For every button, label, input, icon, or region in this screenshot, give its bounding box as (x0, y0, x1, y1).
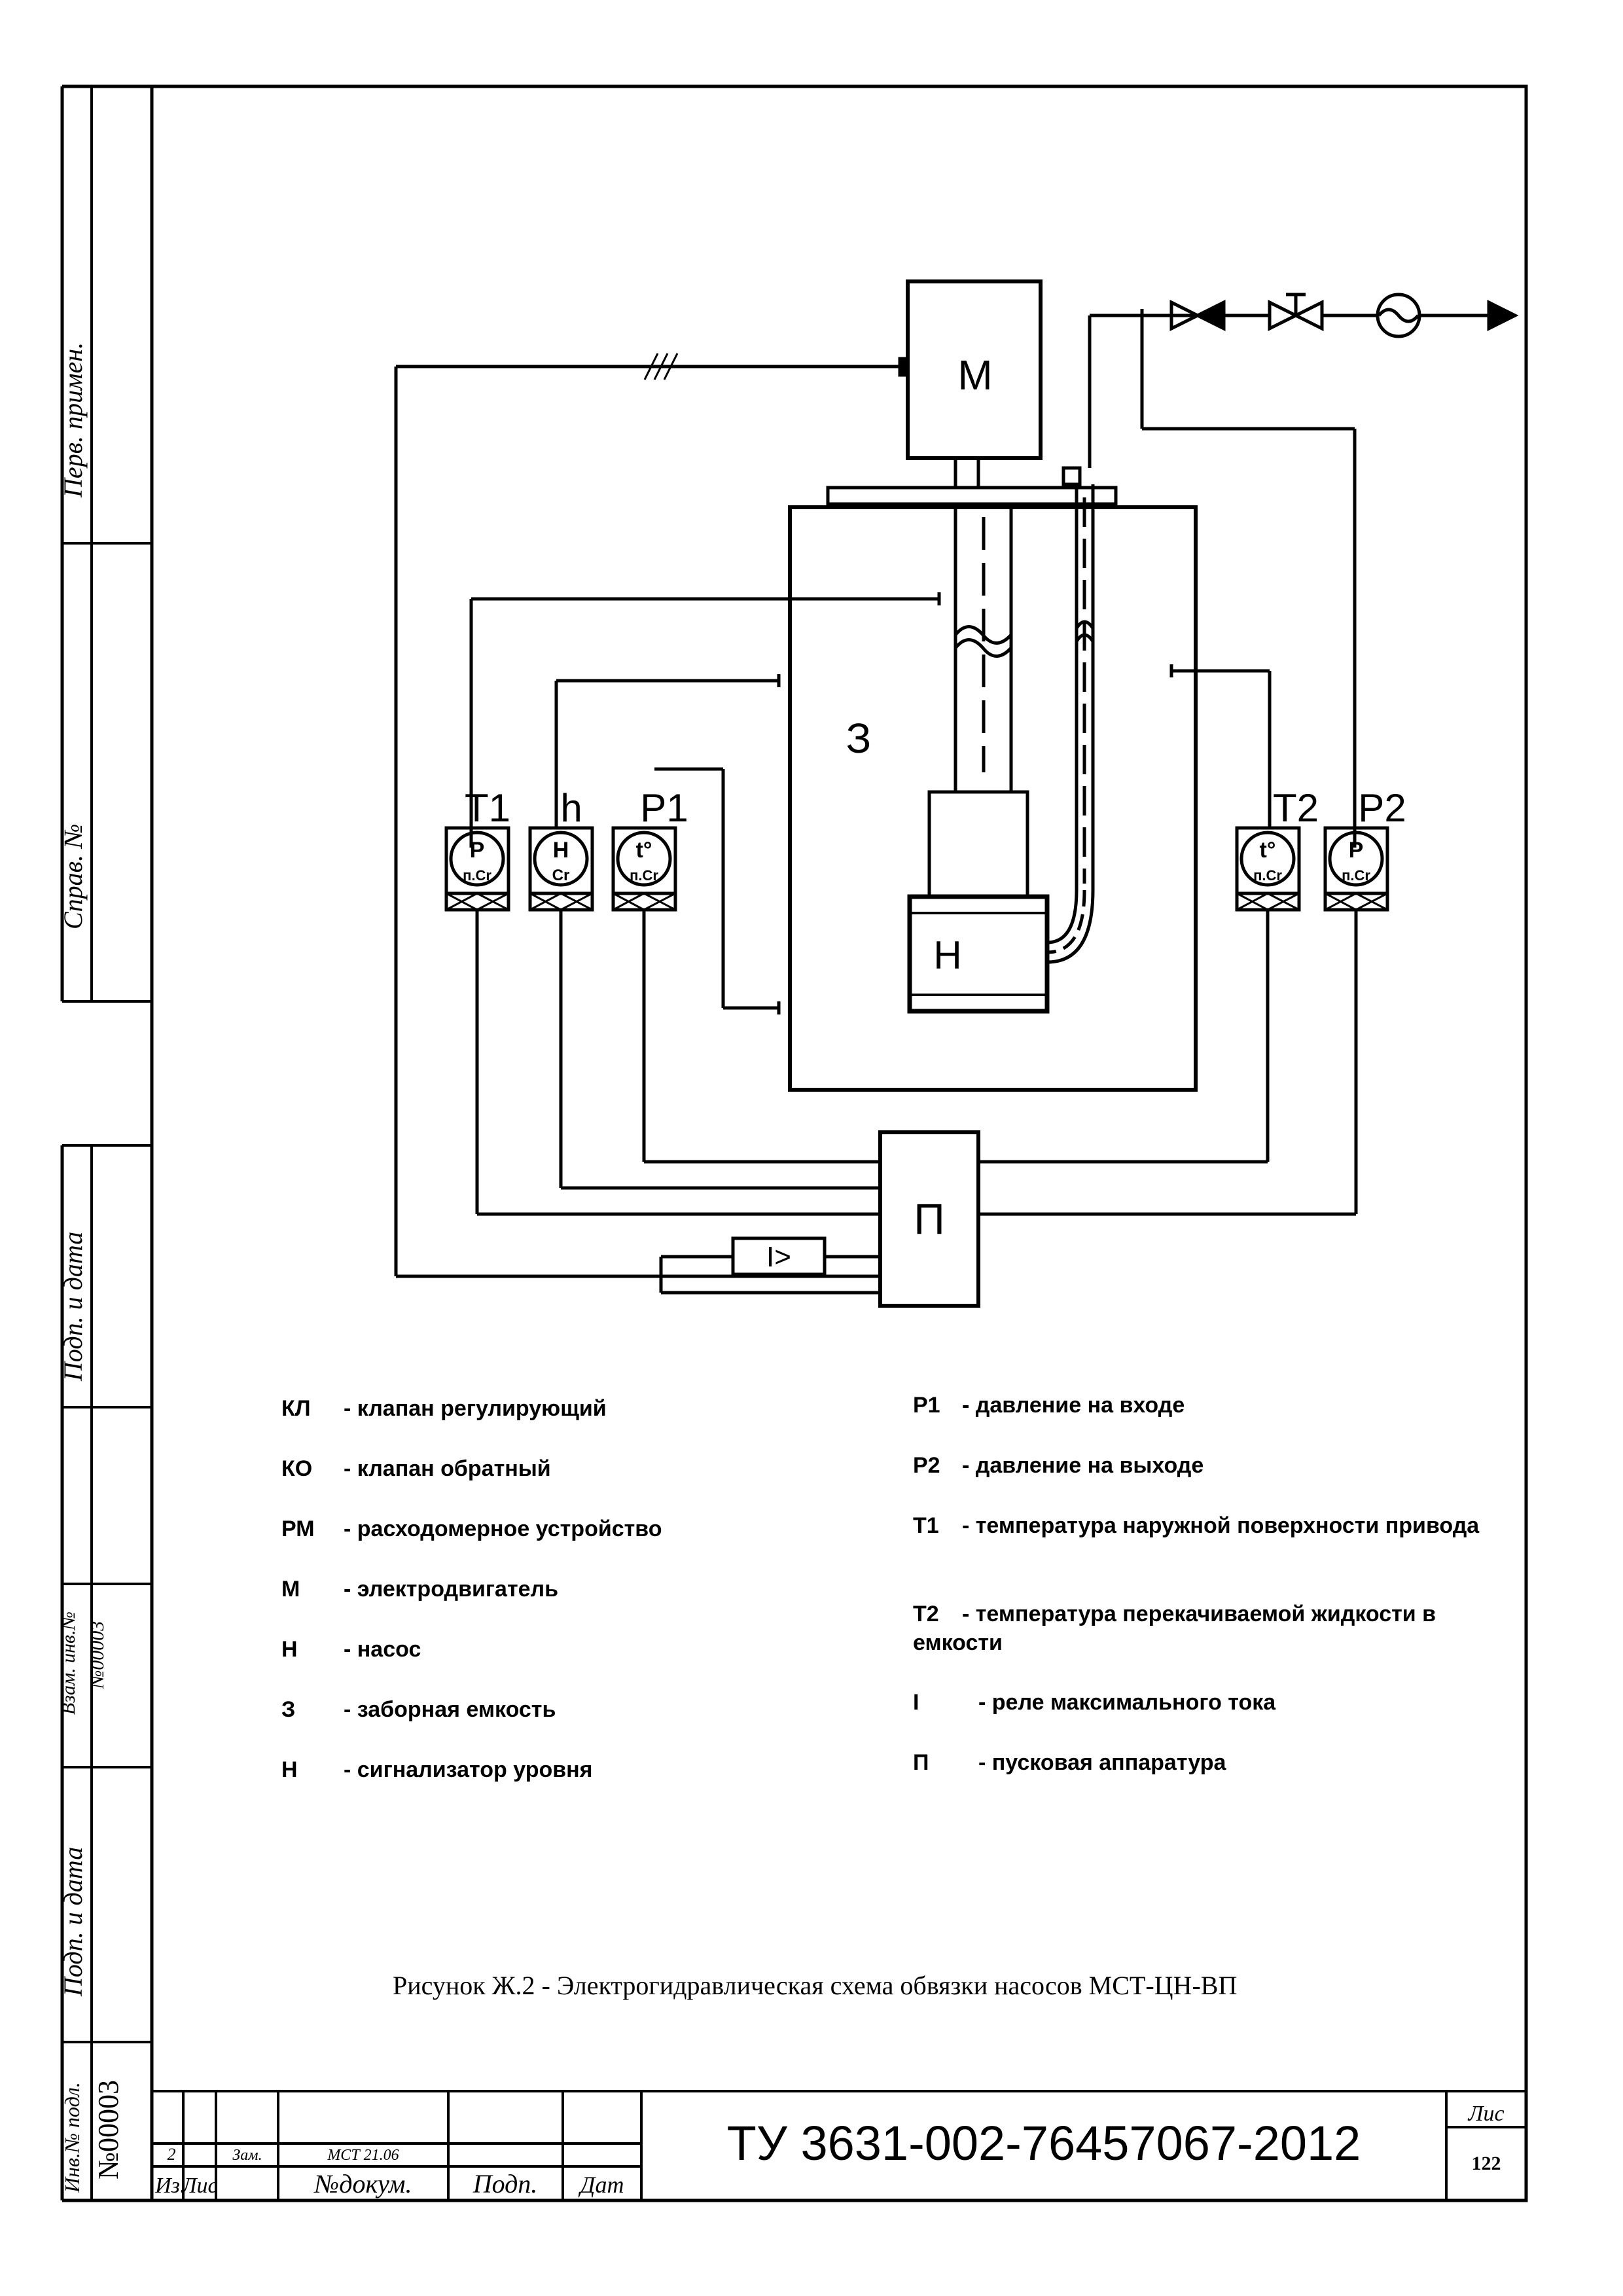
legend-item: P1 - давление на входе (913, 1391, 1502, 1451)
sheet-label: Лис (1467, 2102, 1504, 2126)
title-col-podp: Подп. (473, 2169, 538, 2198)
check-valve-symbol (1169, 299, 1226, 332)
legend-code: П (913, 1750, 929, 1775)
sensor-symbol-T2: t° (1260, 838, 1276, 863)
document-designation: ТУ 3631-002-76457067-2012 (727, 2116, 1361, 2170)
sensor-sub-T2: п.Сr (1253, 867, 1282, 884)
legend-item: КЛ - клапан регулирующий (281, 1394, 740, 1454)
container-box (788, 505, 1198, 1092)
legend-text: - расходомерное устройство (344, 1516, 662, 1541)
legend-code: РМ (281, 1516, 315, 1541)
title-col-doc: №докум. (313, 2169, 412, 2198)
sensor-sub-h: Cr (552, 867, 570, 884)
pump-label: Н (933, 933, 961, 977)
sensor-symbol-h: H (553, 838, 569, 863)
control-label: П (914, 1194, 944, 1243)
side-label-podp-data-2: Подп. и дата (58, 1846, 88, 1996)
title-change-type: Зам. (232, 2147, 262, 2164)
sensor-symbol-P2: P (1349, 838, 1364, 863)
sensor-tag-T2: T2 (1273, 786, 1319, 830)
legend-item: П - пусковая аппаратура (913, 1748, 1502, 1808)
legend-text: - сигнализатор уровня (344, 1757, 593, 1782)
figure-caption: Рисунок Ж.2 - Электрогидравлическая схем… (393, 1971, 1238, 2000)
legend-text: - электродвигатель (344, 1577, 559, 1602)
motor-terminal (898, 357, 910, 377)
side-label-vzam-inv: Взам. инв.№ (58, 1611, 79, 1715)
motor-label: М (957, 351, 992, 399)
legend-text: - пусковая аппаратура (978, 1750, 1226, 1775)
legend-item: РМ - расходомерное устройство (281, 1515, 740, 1575)
side-label-perv-primen: Перв. примен. (58, 342, 88, 497)
sensor-tag-P2: P2 (1358, 786, 1406, 830)
sensor-tag-P1: P1 (640, 786, 688, 830)
legend-code: T2 (913, 1602, 939, 1626)
legend-text: - клапан регулирующий (344, 1396, 607, 1421)
legend-item: Н - сигнализатор уровня (281, 1755, 740, 1816)
side-label-sprav-no: Справ. № (58, 823, 88, 929)
legend-code: P2 (913, 1453, 940, 1478)
legend-code: КО (281, 1456, 313, 1481)
sensor-T1-box (444, 826, 510, 912)
legend-code: Н (281, 1637, 298, 1662)
legend-text: - температура наружной поверхности приво… (962, 1513, 1480, 1538)
container-label: З (846, 715, 872, 762)
legend-text: - давление на входе (962, 1393, 1185, 1418)
legend-item: T1 - температура наружной поверхности при… (913, 1511, 1502, 1600)
legend-item: Н - насос (281, 1635, 740, 1695)
sensor-sub-P1: п.Сr (630, 867, 658, 884)
relay-label: I> (766, 1241, 791, 1273)
title-doc-no: МСТ 21.06 (327, 2147, 399, 2164)
legend-text: - температура перекачиваемой жидкости в … (913, 1602, 1436, 1655)
legend-code: I (913, 1690, 919, 1715)
sheet-number: 122 (1472, 2153, 1501, 2174)
control-box (878, 1130, 980, 1308)
legend-text: - реле максимального тока (978, 1690, 1276, 1715)
legend-item: М - электродвигатель (281, 1575, 740, 1635)
sensor-sub-P2: п.Сr (1342, 867, 1370, 884)
title-col-lis: Лис (181, 2174, 217, 2198)
legend-left: КЛ - клапан регулирующий КО - клапан обрат… (281, 1394, 740, 1816)
control-valve-symbol (1268, 293, 1324, 332)
legend-text: - клапан обратный (344, 1456, 551, 1481)
legend-text: - заборная емкость (344, 1697, 556, 1722)
sensor-tag-h: h (560, 786, 582, 830)
legend-item: КО - клапан обратный (281, 1454, 740, 1515)
outlet-arrow (1487, 299, 1519, 332)
legend-right: P1 - давление на входе P2 - давление на вы… (913, 1391, 1502, 1808)
title-col-iz: Из (154, 2174, 180, 2198)
legend-item: З - заборная емкость (281, 1695, 740, 1755)
sheet-frame (60, 84, 1528, 2202)
schematic (394, 279, 1519, 1308)
sensor-symbol-T1: P (470, 838, 485, 863)
legend-text: - насос (344, 1637, 421, 1662)
legend-code: T1 (913, 1513, 939, 1538)
legend-item: I - реле максимального тока (913, 1688, 1502, 1748)
flowmeter-symbol (1376, 293, 1421, 338)
sensor-T2-box (1235, 826, 1301, 912)
legend-text: - давление на выходе (962, 1453, 1204, 1478)
sensor-sub-T1: п.Сr (463, 867, 491, 884)
legend-item: T2- температура перекачиваемой жидкости … (913, 1600, 1502, 1688)
sensor-tag-T1: T1 (465, 786, 510, 830)
legend-item: P2 - давление на выходе (913, 1451, 1502, 1511)
side-label-inv-podl-value: №00003 (92, 2080, 124, 2179)
legend-code: Н (281, 1757, 298, 1782)
side-label-vzam-inv-value: №00003 (86, 1621, 108, 1689)
sensor-symbol-P1: t° (636, 838, 652, 863)
title-block (152, 2090, 1526, 2200)
legend-code: P1 (913, 1393, 940, 1418)
legend-code: М (281, 1577, 300, 1602)
title-col-dat: Дат (579, 2172, 624, 2198)
legend-code: КЛ (281, 1396, 311, 1421)
side-label-podp-data-1: Подп. и дата (58, 1231, 88, 1381)
title-change-no: 2 (168, 2145, 176, 2164)
legend-code: З (281, 1697, 296, 1722)
side-label-inv-podl: Инв.№ подл. (60, 2082, 84, 2193)
